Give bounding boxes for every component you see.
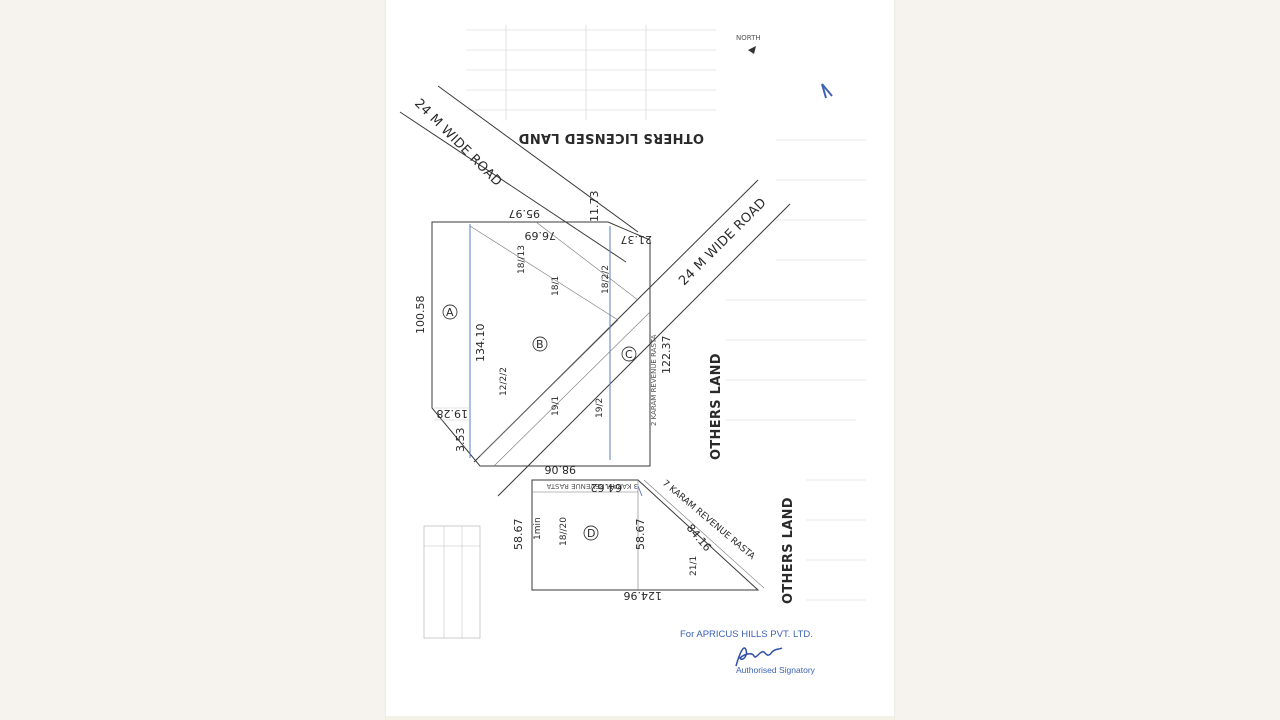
others-licensed-land-label: OTHERS LICENSED LAND [518,130,704,145]
dimension-98-06: 98.06 [545,463,577,476]
others-land-label-bottom: OTHERS LAND [781,497,796,604]
dimension-21-37: 21.37 [621,233,653,246]
dimension-19-28: 19.28 [437,407,469,420]
signature-scribble-icon [735,647,783,667]
dimension-95-97: 95.97 [509,207,541,220]
signature-role: Authorised Signatory [736,665,815,675]
parcel-lower [531,479,765,591]
legend-table [423,525,481,639]
signature-company: For APRICUS HILLS PVT. LTD. [680,629,813,640]
road-east-label: 24 M WIDE ROAD [676,195,769,288]
north-arrow-icon: NORTH [736,34,761,54]
plot-marker-b: B [532,336,548,352]
dimension-3-53: 3.53 [454,428,467,453]
plot-marker-c: C [621,346,637,362]
khasra-12-2-2: 12/2/2 [499,367,509,396]
background-table-top [466,25,716,120]
road-north: 24 M WIDE ROAD [399,85,639,263]
background-table-right [726,139,866,601]
revenue-rasta-3-karam: 3 KARAM REVENUE RASTA [546,482,638,490]
dimension-58-67-right: 58.67 [634,519,647,551]
khasra-21-1: 21/1 [689,556,699,576]
north-symbol-icon [821,83,833,99]
plot-marker-a: A [442,304,458,320]
north-label: NORTH [736,34,761,42]
dimension-1min: 1min [533,517,543,540]
dimension-134-10: 134.10 [474,324,487,363]
parcel-upper [431,221,651,467]
khasra-18-13: 18//13 [517,245,527,274]
khasra-18-2-2: 18/2/2 [601,265,611,294]
revenue-rasta-2-karam: 2 KARAM REVENUE RASTA [650,334,658,426]
page-bottom-strip [386,716,894,720]
dimension-76-69: 76.69 [525,229,557,242]
khasra-18-1: 18/1 [551,276,561,296]
dimension-58-67-left: 58.67 [512,519,525,551]
document-page: NORTH 24 M WIDE ROAD 24 M WIDE ROAD OTHE… [386,0,894,720]
signature-block: For APRICUS HILLS PVT. LTD. Authorised S… [680,626,840,682]
dimension-64-62: 64.62 [591,481,623,494]
plot-letter-a: A [446,306,454,319]
dimension-124-96: 124.96 [624,589,663,602]
plot-letter-d: D [587,527,595,540]
dimension-11-73: 11.73 [588,191,601,223]
khasra-18-20: 18//20 [559,517,569,546]
khasra-19-1: 19/1 [551,396,561,416]
site-plan-drawing: NORTH 24 M WIDE ROAD 24 M WIDE ROAD OTHE… [399,25,866,639]
plot-letter-c: C [625,348,633,361]
plot-letter-b: B [536,338,544,351]
others-land-label: OTHERS LAND [709,353,724,460]
dimension-100-58: 100.58 [414,296,427,335]
dimension-122-37: 122.37 [660,336,673,375]
plot-marker-d: D [583,525,599,541]
khasra-19-2: 19/2 [595,398,605,418]
